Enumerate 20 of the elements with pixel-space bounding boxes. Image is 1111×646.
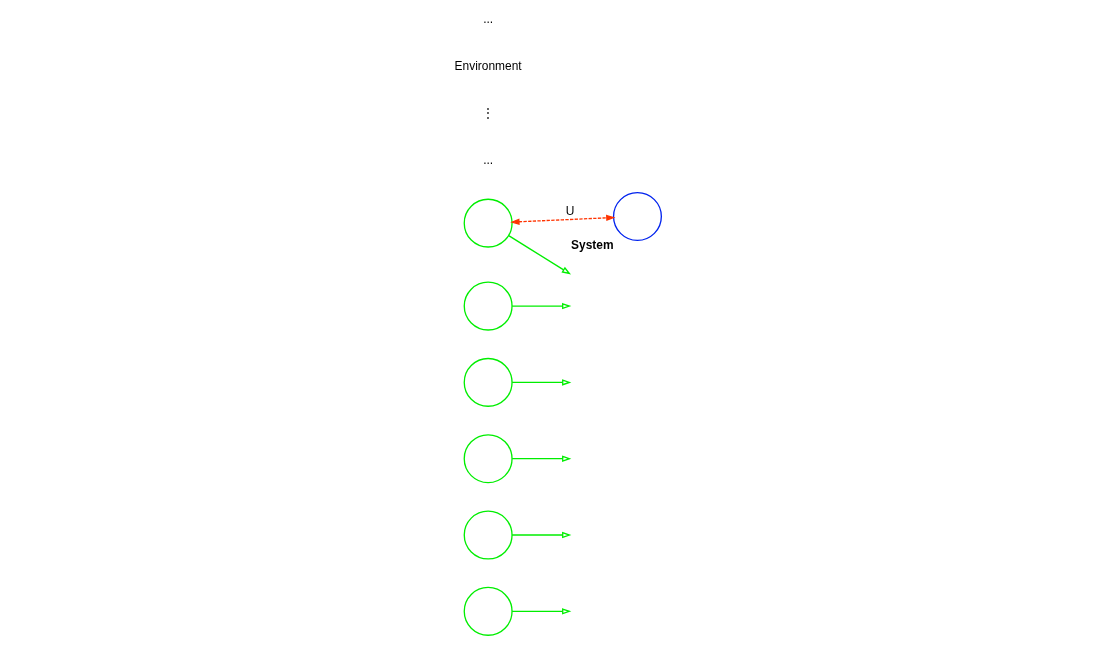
node-circle bbox=[463, 586, 513, 636]
node-circle bbox=[463, 434, 513, 484]
node-circle bbox=[612, 191, 662, 242]
arrow bbox=[511, 302, 572, 310]
edge-label: U bbox=[565, 204, 575, 219]
label: ... bbox=[483, 153, 494, 168]
arrow bbox=[511, 531, 572, 539]
node-circle bbox=[463, 357, 513, 407]
label: ... bbox=[483, 11, 494, 26]
arrow bbox=[511, 455, 572, 462]
node-circle bbox=[463, 198, 513, 248]
node-circle bbox=[463, 510, 513, 560]
arrow bbox=[510, 214, 616, 225]
arrow bbox=[508, 234, 572, 275]
arrow bbox=[511, 608, 572, 615]
node-circle bbox=[463, 281, 513, 331]
arrow bbox=[511, 379, 572, 386]
label: Environment bbox=[454, 59, 522, 74]
label: ⋮ bbox=[482, 106, 495, 121]
node-label: System bbox=[571, 238, 614, 253]
